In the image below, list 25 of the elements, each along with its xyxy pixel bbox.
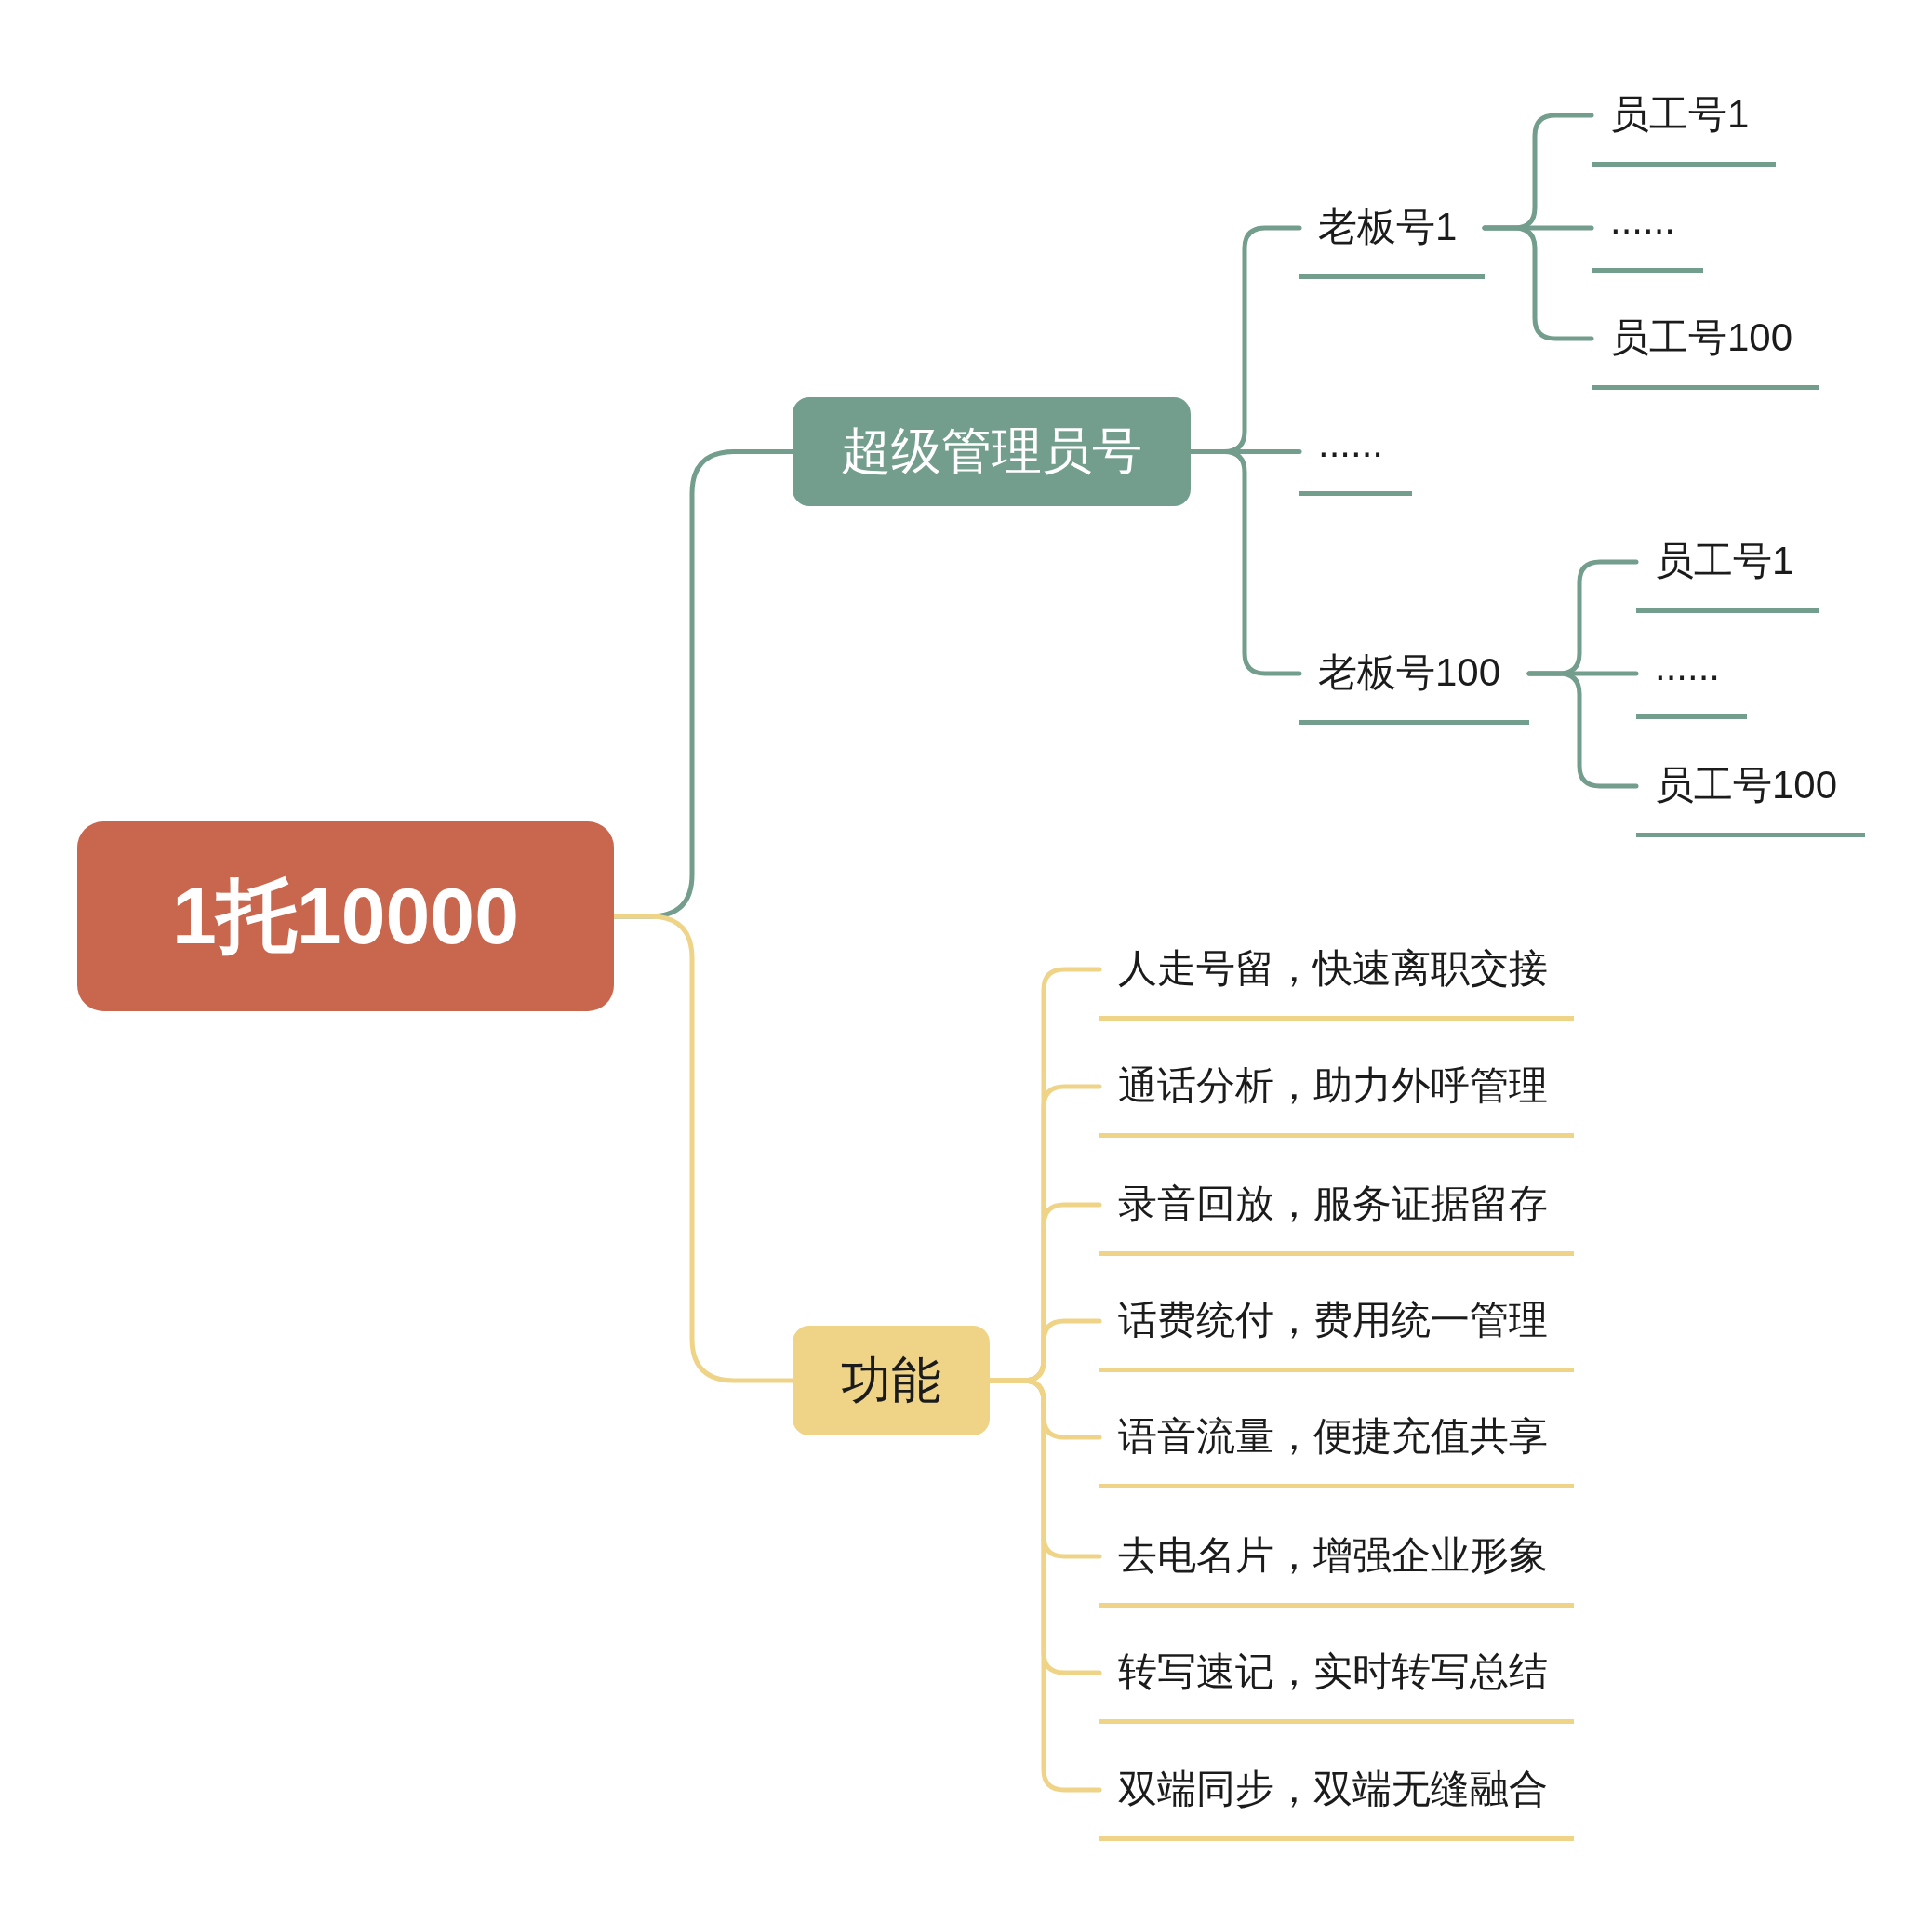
main-topic-box bbox=[793, 397, 1191, 506]
topic-text: 转写速记，实时转写总结 bbox=[1118, 1649, 1548, 1695]
topic-text: 超级管理员号 bbox=[841, 421, 1142, 480]
topic-text: 录音回放，服务证据留存 bbox=[1118, 1181, 1548, 1227]
topic-text: ...... bbox=[1655, 644, 1720, 690]
topic-text: 去电名片，增强企业形象 bbox=[1118, 1532, 1548, 1579]
topic-text: 话费统付，费用统一管理 bbox=[1118, 1297, 1548, 1343]
main-topic-box bbox=[793, 1326, 990, 1435]
topic-text: 老板号1 bbox=[1318, 204, 1458, 250]
topic-text: ...... bbox=[1610, 197, 1675, 244]
topic-text: 老板号100 bbox=[1318, 649, 1501, 696]
topic-text: 人走号留，快速离职交接 bbox=[1118, 945, 1548, 992]
topic-text: 员工号1 bbox=[1655, 538, 1794, 584]
topic-text: 语音流量，便捷充值共享 bbox=[1118, 1413, 1548, 1460]
topic-text: ...... bbox=[1318, 421, 1383, 467]
root-topic-box bbox=[77, 821, 614, 1011]
topic-text: 员工号100 bbox=[1610, 314, 1793, 361]
brace-connector bbox=[1526, 671, 1639, 789]
topic-text: 通话分析，助力外呼管理 bbox=[1118, 1062, 1548, 1109]
topic-text: 双端同步，双端无缝融合 bbox=[1118, 1766, 1548, 1812]
topic-text: 员工号1 bbox=[1610, 91, 1750, 138]
topic-text: 功能 bbox=[841, 1350, 941, 1409]
topic-text: 员工号100 bbox=[1655, 762, 1838, 808]
topic-text: 1托10000 bbox=[172, 869, 519, 962]
brace-connector bbox=[1482, 225, 1594, 341]
